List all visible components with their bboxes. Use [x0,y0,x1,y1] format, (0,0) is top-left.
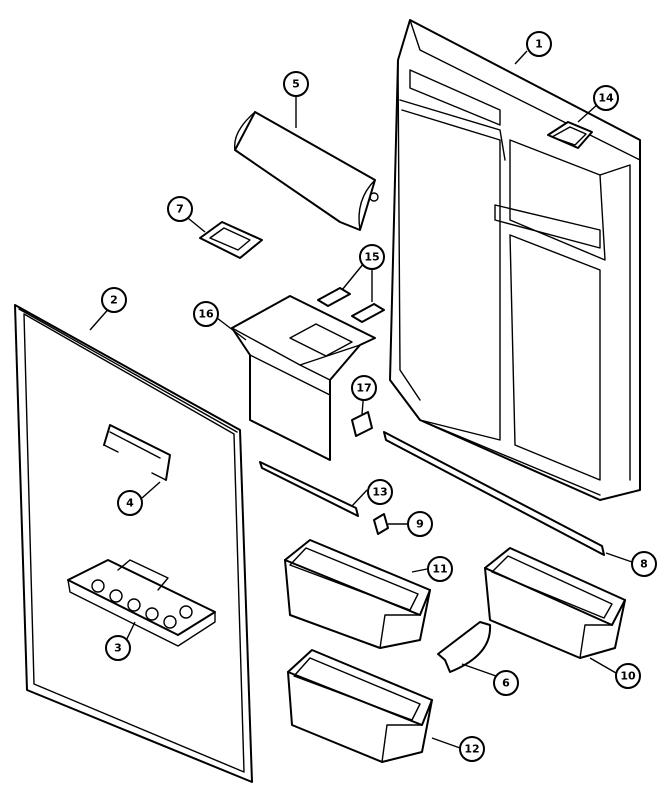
callout-11: 11 [427,556,453,582]
callout-6-label: 6 [502,677,510,690]
callout-16: 16 [193,301,219,327]
part-10 [484,547,626,659]
part-17 [351,411,373,437]
callout-13: 13 [367,479,393,505]
callout-8-label: 8 [640,558,648,571]
part-8 [383,431,605,556]
callout-17: 17 [351,375,377,401]
callout-5-label: 5 [292,78,300,91]
part-4 [103,424,171,481]
callout-13-label: 13 [372,486,387,499]
part-11 [284,539,431,649]
part-5 [233,111,379,231]
callout-7: 7 [167,196,193,222]
callout-14: 14 [593,85,619,111]
callout-5: 5 [283,71,309,97]
part-16 [231,295,376,461]
callout-15-label: 15 [364,251,379,264]
callout-12-label: 12 [464,743,479,756]
callout-1: 1 [526,31,552,57]
callout-11-label: 11 [432,563,447,576]
callout-9-label: 9 [416,518,424,531]
callout-3: 3 [105,635,131,661]
callout-8: 8 [631,551,657,577]
part-15 [317,287,385,323]
part-liner [389,19,641,501]
part-3 [67,559,216,647]
part-7 [199,221,263,259]
part-14 [547,121,593,149]
callout-7-label: 7 [176,203,184,216]
callout-16-label: 16 [198,308,214,321]
part-2 [14,304,253,783]
callout-6: 6 [493,670,519,696]
callout-4-label: 4 [126,497,134,510]
callout-15: 15 [359,244,385,270]
callout-10: 10 [615,663,641,689]
callout-9: 9 [407,511,433,537]
part-9 [373,513,389,535]
callout-4: 4 [117,490,143,516]
part-13 [259,461,359,517]
callout-17-label: 17 [356,382,371,395]
callout-3-label: 3 [114,642,122,655]
callout-12: 12 [459,736,485,762]
callout-10-label: 10 [620,670,636,683]
callout-2-label: 2 [110,294,118,307]
callout-1-label: 1 [535,38,543,51]
callout-2: 2 [101,287,127,313]
part-6 [437,621,492,673]
part-12 [287,649,433,763]
callout-14-label: 14 [598,92,614,105]
leader-lines [89,50,633,749]
